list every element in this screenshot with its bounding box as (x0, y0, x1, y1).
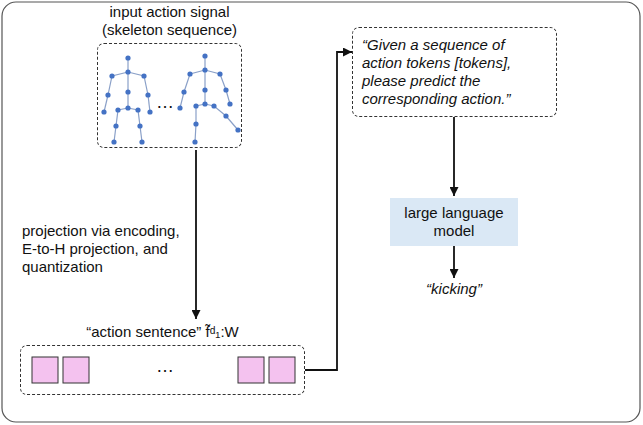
output-text: “kicking” (424, 280, 484, 298)
heading-text: input action signal (skeleton sequence) (82, 3, 257, 39)
connector-arrow (453, 117, 455, 196)
ellipsis-label: … (156, 92, 174, 114)
skeleton-joints (101, 55, 152, 144)
skeleton-joints (177, 53, 240, 144)
skeleton-figure (180, 56, 238, 142)
model-box: large language model (390, 198, 518, 246)
heading-text: “action sentence” f̃ᵈ₁:W (86, 323, 238, 341)
ellipsis-label: … (156, 356, 174, 378)
connector-arrow (453, 246, 455, 278)
edge-label: projection via encoding, E-to-H projecti… (22, 222, 182, 276)
dashed-box: “Given a sequence of action tokens [toke… (352, 27, 557, 117)
action-token (32, 357, 295, 383)
node-text: “Given a sequence of action tokens [toke… (362, 36, 547, 108)
node-text: “kicking” (426, 280, 482, 298)
node-text: large language model (398, 204, 510, 240)
connector-arrow (305, 52, 352, 370)
connector-arrow (195, 150, 197, 319)
skeleton-figure (104, 58, 150, 142)
